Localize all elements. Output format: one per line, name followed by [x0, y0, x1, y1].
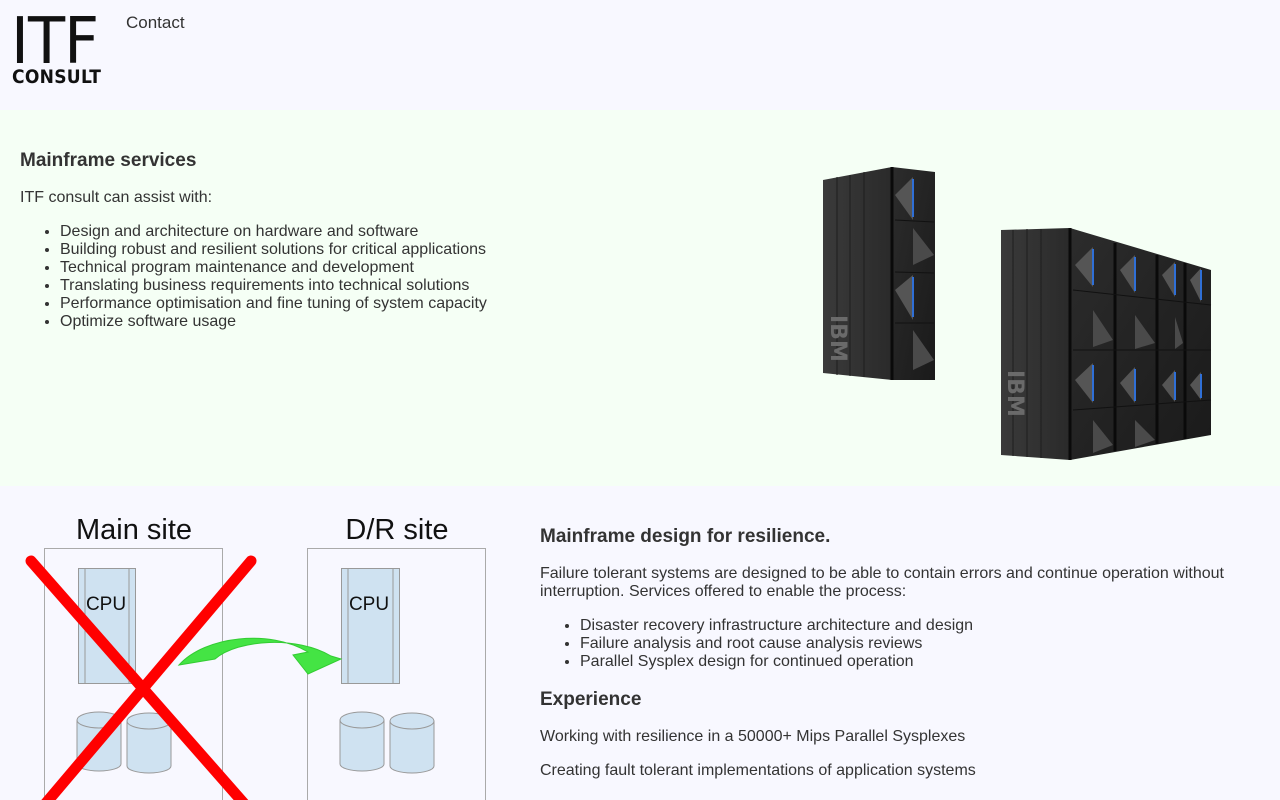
services-intro: ITF consult can assist with: — [20, 189, 213, 206]
logo-text-consult: CONSULT — [12, 66, 102, 88]
list-item: Optimize software usage — [60, 313, 520, 331]
services-text: Mainframe services ITF consult can assis… — [20, 150, 520, 331]
experience-title: Experience — [540, 689, 642, 710]
dr-site-box — [307, 548, 486, 800]
list-item: Translating business requirements into t… — [60, 277, 520, 295]
dr-site-label: D/R site — [345, 514, 448, 546]
list-item: Failure analysis and root cause analysis… — [580, 635, 1260, 653]
main-site-box — [44, 548, 223, 800]
itf-consult-logo[interactable]: ITF CONSULT — [11, 10, 102, 88]
large-cabinet: IBM — [1001, 228, 1212, 460]
nav-contact-link[interactable]: Contact — [126, 13, 185, 32]
main-cpu-label: CPU — [86, 594, 126, 615]
failure-cross — [25, 555, 257, 800]
ibm-brand-text: IBM — [825, 315, 850, 362]
experience-item: Creating fault tolerant implementations … — [540, 762, 976, 779]
mainframe-image: IBM — [823, 167, 1212, 460]
resilience-text: Mainframe design for resilience. Failure… — [540, 526, 1260, 796]
resilience-title: Mainframe design for resilience. — [540, 526, 831, 547]
experience-item: Working with resilience in a 50000+ Mips… — [540, 728, 966, 745]
dr-diagram: Main site D/R site CPU CPU — [25, 514, 486, 800]
dr-cpu-label: CPU — [349, 594, 389, 615]
list-item: Technical program maintenance and develo… — [60, 259, 520, 277]
list-item: Design and architecture on hardware and … — [60, 223, 520, 241]
resilience-section: Main site D/R site CPU CPU — [0, 486, 1280, 800]
logo-text-itf: ITF — [11, 5, 99, 79]
resilience-list: Disaster recovery infrastructure archite… — [540, 617, 1260, 671]
list-item: Parallel Sysplex design for continued op… — [580, 653, 1260, 671]
dr-disks — [339, 711, 435, 774]
services-title: Mainframe services — [20, 150, 197, 171]
ibm-brand-text: IBM — [1002, 370, 1027, 417]
services-list: Design and architecture on hardware and … — [20, 223, 520, 331]
site-header: ITF CONSULT Contact — [0, 0, 1280, 110]
resilience-intro: Failure tolerant systems are designed to… — [540, 565, 1224, 600]
list-item: Disaster recovery infrastructure archite… — [580, 617, 1260, 635]
failover-arrow — [177, 637, 343, 675]
small-cabinet: IBM — [823, 167, 935, 380]
main-site-label: Main site — [76, 514, 192, 546]
dr-cpu: CPU — [341, 568, 400, 684]
list-item: Building robust and resilient solutions … — [60, 241, 520, 259]
list-item: Performance optimisation and fine tuning… — [60, 295, 520, 313]
services-section: Mainframe services ITF consult can assis… — [0, 110, 1280, 486]
